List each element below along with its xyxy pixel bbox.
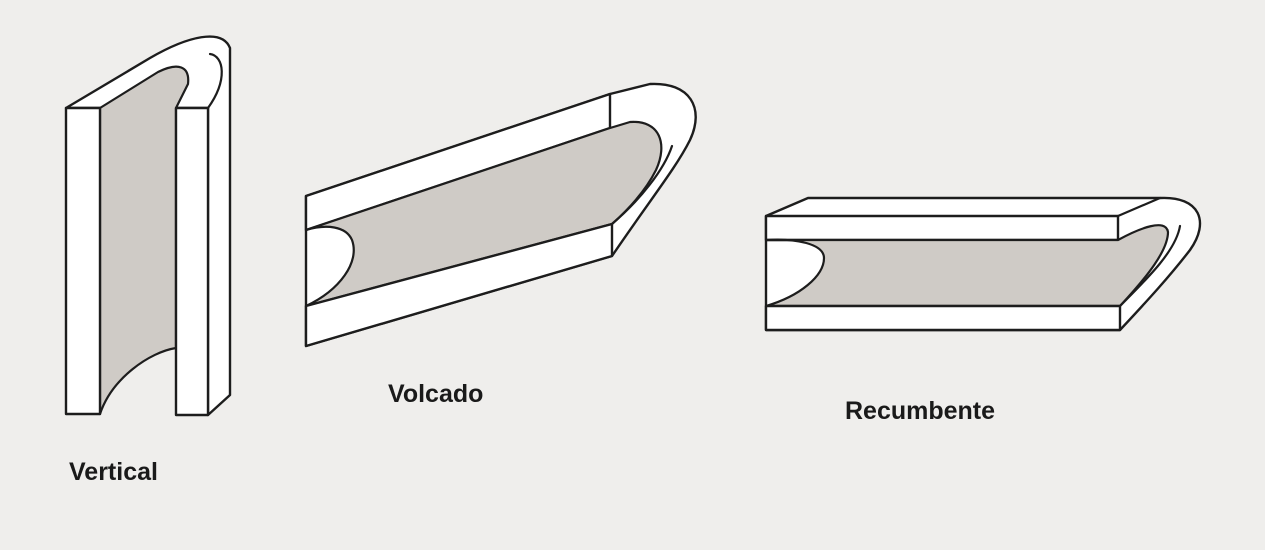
- vertical-fold-outer-layer: [64, 35, 232, 417]
- volcado-fold-lower-limb: [304, 222, 614, 348]
- volcado-fold-hinge-edge: [610, 144, 674, 226]
- vertical-fold-hinge-edge: [206, 52, 223, 110]
- volcado-label: Volcado: [388, 380, 484, 408]
- vertical-fold-right-limb: [174, 106, 210, 417]
- recumbente-fold-upper-limb: [764, 214, 1120, 242]
- recumbente-fold-upper-top-edge: [1116, 196, 1162, 218]
- recumbente-fold: [764, 196, 1202, 332]
- recumbente-fold-lower-limb: [764, 304, 1122, 332]
- vertical-fold-left-limb: [64, 106, 102, 416]
- vertical-fold: [64, 35, 232, 417]
- recumbente-label: Recumbente: [845, 397, 996, 425]
- volcado-fold: [304, 82, 697, 348]
- recumbente-fold-hinge-edge: [1118, 224, 1182, 308]
- vertical-label: Vertical: [69, 458, 158, 486]
